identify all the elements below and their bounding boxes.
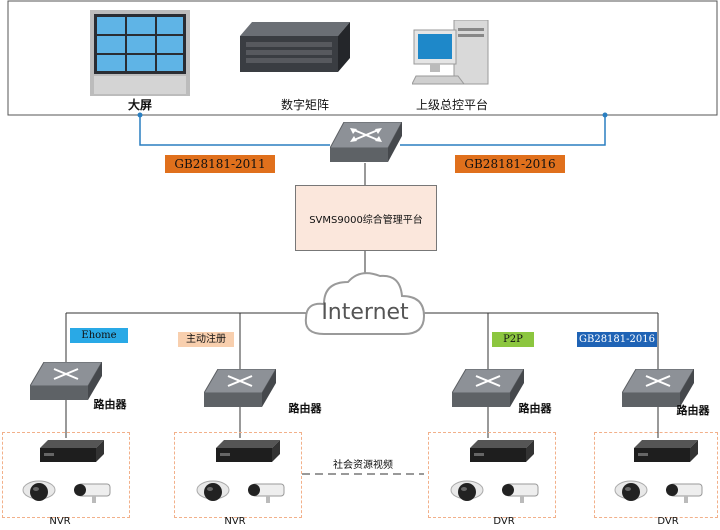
router-label: 路由器	[676, 404, 710, 417]
device-group-1	[2, 432, 130, 518]
device-group-3	[428, 432, 556, 518]
device-group-2	[174, 432, 302, 518]
device-label: DVR	[493, 516, 515, 527]
bullet-camera-icon	[70, 482, 112, 504]
dome-camera-icon	[196, 480, 230, 504]
router-icon	[451, 368, 525, 409]
recorder-icon	[470, 440, 534, 464]
branch-tag-ehome: Ehome	[70, 328, 128, 343]
cloud-icon	[300, 268, 430, 342]
device-label: NVR	[49, 516, 71, 527]
recorder-icon	[216, 440, 280, 464]
switch-icon	[329, 121, 403, 164]
router-label: 路由器	[93, 398, 127, 411]
upper-platform-label: 上级总控平台	[415, 98, 488, 112]
router-label: 路由器	[288, 402, 322, 415]
protocol-tag-right: GB28181-2016	[455, 155, 565, 173]
digital-matrix-label: 数字矩阵	[280, 98, 329, 112]
device-label: DVR	[657, 516, 679, 527]
device-label: NVR	[224, 516, 246, 527]
recorder-icon	[40, 440, 104, 464]
dome-camera-icon	[450, 480, 484, 504]
social-video-label: 社会资源视频	[333, 460, 393, 471]
router-icon	[621, 368, 695, 409]
router-label: 路由器	[518, 402, 552, 415]
protocol-tag-left: GB28181-2011	[165, 155, 275, 173]
internet-label: Internet	[321, 300, 409, 325]
dome-camera-icon	[614, 480, 648, 504]
router-icon	[203, 368, 277, 409]
router-icon	[29, 361, 103, 402]
branch-tag-gb28181: GB28181-2016	[577, 332, 657, 347]
digital-matrix-icon	[238, 22, 350, 74]
management-platform-box: SVMS9000综合管理平台	[295, 185, 437, 251]
computer-icon	[411, 19, 492, 86]
branch-tag-register: 主动注册	[178, 332, 234, 347]
bullet-camera-icon	[498, 482, 540, 504]
branch-tag-p2p: P2P	[492, 332, 534, 347]
dome-camera-icon	[22, 480, 56, 504]
recorder-icon	[634, 440, 698, 464]
bullet-camera-icon	[244, 482, 286, 504]
management-platform-label: SVMS9000综合管理平台	[309, 214, 423, 226]
video-wall-label: 大屏	[127, 98, 152, 112]
device-group-4	[594, 432, 718, 518]
video-wall-icon	[90, 10, 190, 96]
bullet-camera-icon	[662, 482, 704, 504]
